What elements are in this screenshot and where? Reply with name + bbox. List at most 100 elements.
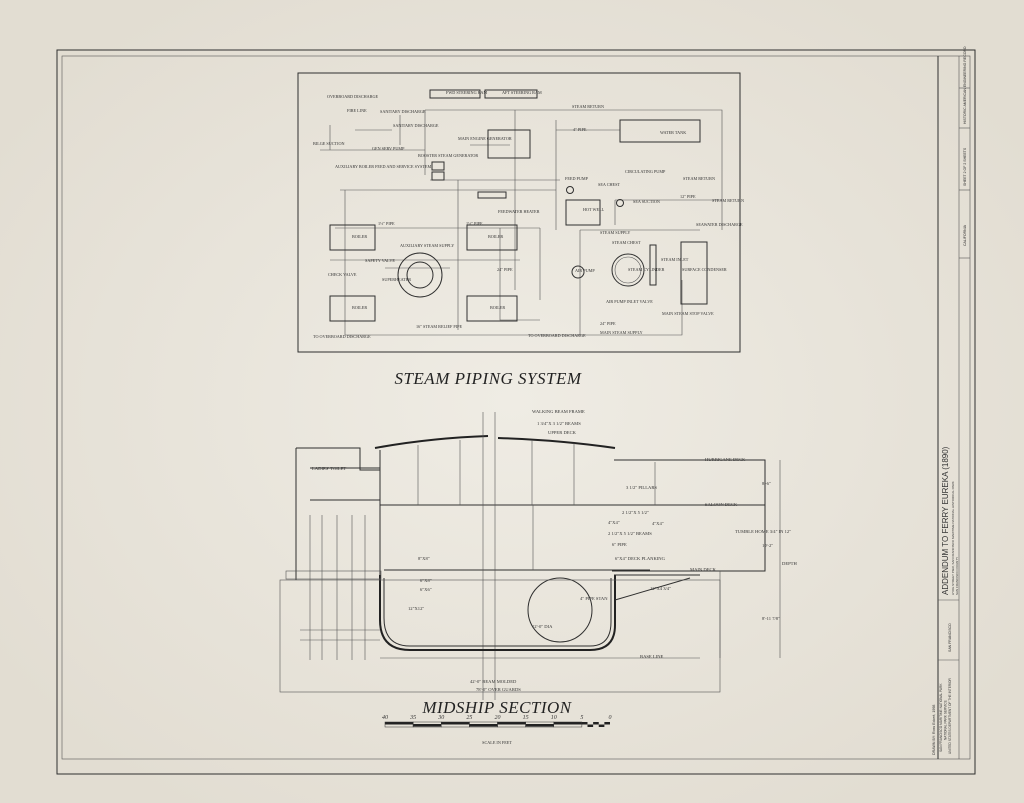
piping-label: BOILER <box>352 234 367 239</box>
piping-label: SURFACE CONDENSER <box>682 267 727 272</box>
piping-label: 24" PIPE <box>497 267 513 272</box>
piping-label: STEAM RETURN <box>712 198 744 203</box>
agency-park: SAN FRANCISCO MARITIME NATIONAL PARK <box>939 683 943 752</box>
midship-label: 2 1/2"X 5 1/2" BEAMS <box>608 531 652 536</box>
scale-segment <box>441 722 470 725</box>
surface-condenser <box>680 241 708 305</box>
piping-label: MAIN ENGINE GENERATOR <box>458 136 512 141</box>
boiler-box <box>329 224 376 251</box>
scale-tick-label: 25 <box>466 715 472 721</box>
sheet-number: SHEET 2 OF 2 SHEETS <box>963 147 967 186</box>
midship-label: 6"X8" <box>420 578 432 583</box>
piping-label: AIR PUMP INLET VALVE <box>606 299 653 304</box>
location-line: HYDE STREET PIER, SAN FRANCISCO MARITIME… <box>951 481 955 595</box>
steam-cylinder <box>611 253 645 287</box>
midship-label: 6"X6" <box>420 587 432 592</box>
scale-tick-label: 35 <box>409 715 416 721</box>
piping-label: STEAM SUPPLY <box>600 230 630 235</box>
city-label: SAN FRANCISCO <box>948 623 952 652</box>
piping-label: BILGE SUCTION <box>313 141 345 146</box>
piping-label: SEA SUCTION <box>633 199 660 204</box>
scale-subsegment <box>604 722 610 725</box>
piping-label: SEA CHEST <box>598 182 620 187</box>
midship-label: 6"X4" DECK PLANKING <box>615 556 666 561</box>
midship-label: DEPTH <box>782 561 797 566</box>
midship-label: HURRICANE DECK <box>705 457 746 462</box>
scale-subsegment <box>581 722 588 725</box>
midship-label: 3 1/2" PILLARS <box>626 485 657 490</box>
piping-label: TO OVERBOARD DISCHARGE <box>313 334 371 339</box>
piping-label: BOILER <box>490 305 505 310</box>
title-block: HISTORIC AMERICAN ENGINEERING RECORD SHE… <box>932 46 970 755</box>
midship-label: 2 1/2"X 5 1/2" <box>622 510 649 515</box>
scale-subsegment <box>587 724 594 727</box>
piping-label: 4" PIPE <box>573 127 587 132</box>
piping-label: TO OVERBOARD DISCHARGE <box>528 333 586 338</box>
scale-segment <box>553 722 582 725</box>
midship-label: 6" PIPE <box>612 542 627 547</box>
midship-label: 4" PIPE STAN <box>580 596 608 601</box>
piping-label: 1½" PIPE <box>378 221 395 226</box>
piping-label: SUPERHEATER <box>382 277 411 282</box>
piping-label: GEN SERV PUMP <box>372 146 405 151</box>
midship-label: 4"X4" <box>652 521 664 526</box>
fwd-steering-ram <box>429 89 481 99</box>
boiler-box <box>466 224 518 251</box>
midship-label: TUMBLE HOME 3/4" IN 12" <box>735 529 791 534</box>
piping-label: AUXILIARY BOILER FEED AND SERVICE SYSTEM <box>335 164 431 169</box>
scale-segment <box>497 722 526 725</box>
piping-label: FIRE LINE <box>347 108 367 113</box>
water-tank <box>619 119 701 143</box>
piping-label: STEAM INLET <box>661 257 689 262</box>
midship-label: LADIES' TOILET <box>312 466 346 471</box>
piping-label: AFT STEERING RAM <box>502 90 542 95</box>
scale-segment <box>469 724 498 727</box>
midship-label: 1 3/4"X 3 1/2" BEAMS <box>537 421 581 426</box>
piping-label: BOILER <box>352 305 367 310</box>
agency-doi: UNITED STATES DEPARTMENT OF THE INTERIOR <box>948 678 952 754</box>
piping-label: SEAWATER DISCHARGE <box>696 222 743 227</box>
piping-label: MAIN STEAM SUPPLY <box>600 330 643 335</box>
piping-label: BOOSTER STEAM GENERATOR <box>418 153 478 158</box>
midship-label: WALKING BEAM FRAME <box>532 409 585 414</box>
piping-label: AUXILIARY STEAM SUPPLY <box>400 243 454 248</box>
piping-label: FWD STEERING RAM <box>446 90 487 95</box>
midship-label: 12"X12" <box>408 606 424 611</box>
midship-label: 8"X8" <box>418 556 430 561</box>
piping-label: MAIN STEAM STOP VALVE <box>662 311 714 316</box>
midship-label: 12"X4 3/4" <box>650 586 671 591</box>
piping-label: OVERBOARD DISCHARGE <box>327 94 379 99</box>
midship-label: 4"X4" <box>608 520 620 525</box>
drawn-by: DRAWN BY: Ross Eckert, 1998 <box>932 705 936 755</box>
piping-label: 16" STEAM RELIEF PIPE <box>416 324 462 329</box>
piping-label: STEAM CHEST <box>612 240 641 245</box>
scale-tick-label: 10 <box>551 715 557 721</box>
midship-label: 8'-6" <box>762 481 771 486</box>
sheet-border <box>56 49 976 775</box>
piping-label: SAFETY VALVE <box>365 258 395 263</box>
midship-label: SALOON DECK <box>705 502 738 507</box>
piping-label: 12" PIPE <box>680 194 696 199</box>
project-title: ADDENDUM TO FERRY EUREKA (1890) <box>941 446 950 595</box>
scale-subsegment <box>598 724 605 727</box>
midship-label: MAIN DECK <box>690 567 717 572</box>
boiler-box <box>466 295 518 322</box>
piping-label: AIR PUMP <box>575 268 595 273</box>
scale-tick-label: 0 <box>609 715 612 721</box>
scale-segment <box>525 724 554 727</box>
aft-steering-ram <box>484 89 538 99</box>
piping-label: STEAM RETURN <box>683 176 715 181</box>
scale-caption: SCALE IN FEET <box>482 740 512 745</box>
record-label: HISTORIC AMERICAN ENGINEERING RECORD <box>963 46 967 124</box>
county-line: SAN FRANCISCO COUNTY <box>955 557 959 595</box>
midship-label: 8'-11 7/8" <box>762 616 780 621</box>
piping-label: STEAM CYLINDER <box>628 267 665 272</box>
agency-nps: NATIONAL PARK SERVICE <box>944 700 948 740</box>
steam-cylinder-section <box>527 577 593 643</box>
piping-label: CHECK VALVE <box>328 272 357 277</box>
piping-label: WATER TANK <box>660 130 686 135</box>
piping-label: BOILER <box>488 234 503 239</box>
